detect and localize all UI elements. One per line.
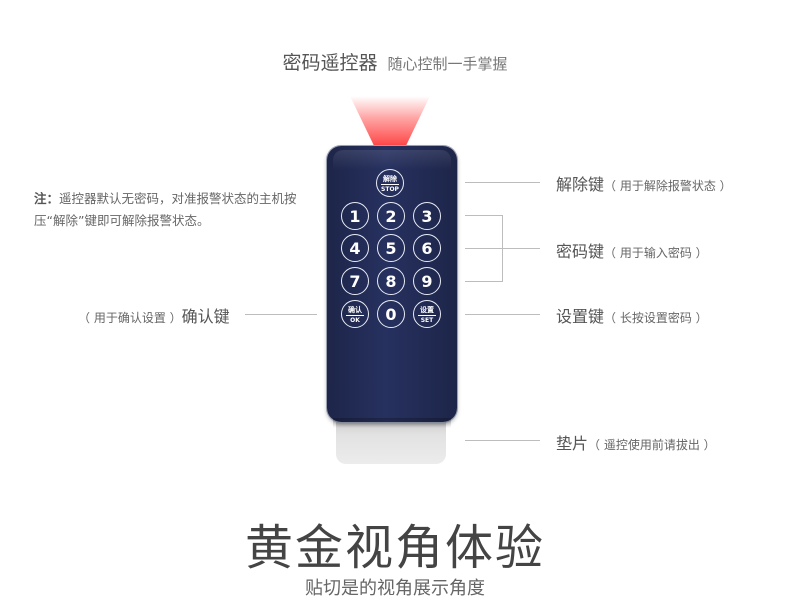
- pad-desc: （ 遥控使用前请拔出 ）: [588, 438, 716, 452]
- digit-button-4[interactable]: 4: [341, 234, 369, 262]
- set-button-label: 设置: [420, 305, 434, 314]
- password-key-desc: （ 用于输入密码 ）: [604, 246, 708, 260]
- stop-button-sublabel: STOP: [381, 185, 399, 193]
- digit-button-5[interactable]: 5: [377, 234, 405, 262]
- setting-key-callout: 设置键（ 长按设置密码 ）: [556, 303, 708, 327]
- set-button-divider: [418, 314, 436, 316]
- ok-button-label: 确认: [348, 305, 362, 314]
- digit-button-8[interactable]: 8: [377, 267, 405, 295]
- digit-button-3[interactable]: 3: [413, 202, 441, 230]
- confirm-key-callout: （ 用于确认设置 ）确认键: [78, 303, 230, 327]
- note-label: 注：: [34, 191, 60, 206]
- ok-button[interactable]: 确认 OK: [341, 300, 369, 328]
- confirm-key-desc: （ 用于确认设置 ）: [78, 311, 182, 325]
- usage-note: 注：遥控器默认无密码，对准报警状态的主机按压“解除”键即可解除报警状态。: [34, 188, 324, 232]
- password-key-name: 密码键: [556, 242, 605, 261]
- stop-button-divider: [381, 183, 399, 185]
- digit-button-9[interactable]: 9: [413, 267, 441, 295]
- digit-button-0[interactable]: 0: [377, 300, 405, 328]
- setting-key-desc: （ 长按设置密码 ）: [604, 311, 708, 325]
- header-subtitle: 随心控制一手掌握: [387, 55, 508, 73]
- pad-name: 垫片: [556, 434, 589, 453]
- ok-button-divider: [346, 314, 364, 316]
- header-title: 密码遥控器: [282, 52, 378, 74]
- footer-subtitle: 贴切是的视角展示角度: [305, 578, 485, 599]
- release-key-leader: [465, 182, 540, 183]
- insulation-pad: [336, 422, 446, 464]
- digit-button-7[interactable]: 7: [341, 267, 369, 295]
- pad-callout: 垫片（ 遥控使用前请拔出 ）: [556, 430, 716, 454]
- release-key-callout: 解除键（ 用于解除报警状态 ）: [556, 171, 732, 195]
- note-text: 遥控器默认无密码，对准报警状态的主机按压“解除”键即可解除报警状态。: [34, 191, 297, 228]
- release-key-name: 解除键: [556, 175, 605, 194]
- header: 密码遥控器随心控制一手掌握: [0, 48, 790, 75]
- password-key-leader: [502, 248, 540, 249]
- set-button-sublabel: SET: [420, 316, 434, 324]
- password-key-bracket-top: [465, 215, 502, 216]
- stop-button[interactable]: 解除 STOP: [376, 169, 404, 197]
- setting-key-name: 设置键: [556, 307, 605, 326]
- setting-key-leader: [465, 314, 540, 315]
- stop-button-label: 解除: [383, 174, 397, 183]
- digit-button-6[interactable]: 6: [413, 234, 441, 262]
- pad-leader: [465, 440, 540, 441]
- password-key-callout: 密码键（ 用于输入密码 ）: [556, 238, 708, 262]
- confirm-key-leader: [245, 314, 317, 315]
- password-key-bracket-mid: [465, 248, 502, 249]
- remote-shadow: [333, 418, 451, 428]
- release-key-desc: （ 用于解除报警状态 ）: [604, 179, 732, 193]
- digit-button-2[interactable]: 2: [377, 202, 405, 230]
- password-key-bracket-bottom: [465, 281, 502, 282]
- set-button[interactable]: 设置 SET: [413, 300, 441, 328]
- digit-button-1[interactable]: 1: [341, 202, 369, 230]
- ok-button-sublabel: OK: [350, 316, 360, 324]
- footer-title: 黄金视角体验: [244, 520, 545, 576]
- confirm-key-name: 确认键: [181, 307, 230, 326]
